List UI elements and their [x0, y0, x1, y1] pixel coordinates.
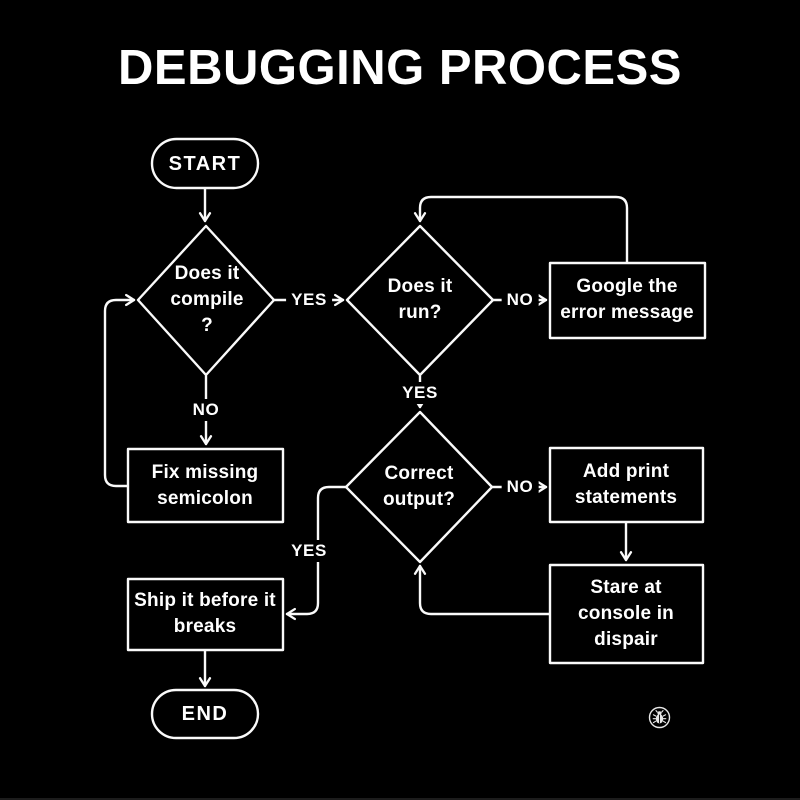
bottom-divider: [0, 798, 800, 800]
ship-process-label: Ship it before it breaks: [134, 590, 276, 637]
start-node-label: START: [168, 153, 242, 175]
edge-stare-back-to-correct: [413, 564, 552, 616]
edge-label-run-yes: YES: [397, 382, 443, 404]
edge-label-correct-no: NO: [501, 476, 539, 498]
google-process-shape: [548, 261, 707, 340]
addprint-process-label: Add print statements: [574, 461, 678, 508]
edge-label-compile-no: NO: [187, 399, 225, 421]
addprint-process-shape: [548, 446, 705, 524]
page-title: DEBUGGING PROCESS: [118, 41, 682, 95]
fix-process-shape: [126, 447, 285, 524]
correct-decision-label: Correct output?: [382, 463, 456, 510]
correct-decision-shape: [344, 410, 494, 564]
edge-label-compile-yes: YES: [286, 289, 332, 311]
fix-process-label: Fix missing semicolon: [151, 462, 259, 509]
edge-google-back-to-run: [413, 195, 629, 264]
stare-process-shape: [548, 563, 705, 665]
node-shapes: [126, 137, 707, 740]
edge-label-correct-yes: YES: [286, 540, 332, 562]
end-terminator-shape: [150, 688, 260, 740]
edge-fix-back-to-compile: [103, 293, 136, 488]
run-decision-label: Does it run?: [387, 276, 453, 323]
ship-process-shape: [126, 577, 285, 652]
run-decision-shape: [345, 224, 495, 377]
compile-decision-shape: [136, 224, 276, 377]
end-node-label: END: [181, 703, 229, 725]
google-process-label: Google the error message: [560, 276, 694, 323]
edge-label-run-no: NO: [501, 289, 539, 311]
start-terminator-shape: [150, 137, 260, 190]
stare-process-label: Stare at console in dispair: [578, 577, 674, 650]
compile-decision-label: Does it compile ?: [170, 263, 244, 336]
bug-icon: [648, 706, 671, 729]
